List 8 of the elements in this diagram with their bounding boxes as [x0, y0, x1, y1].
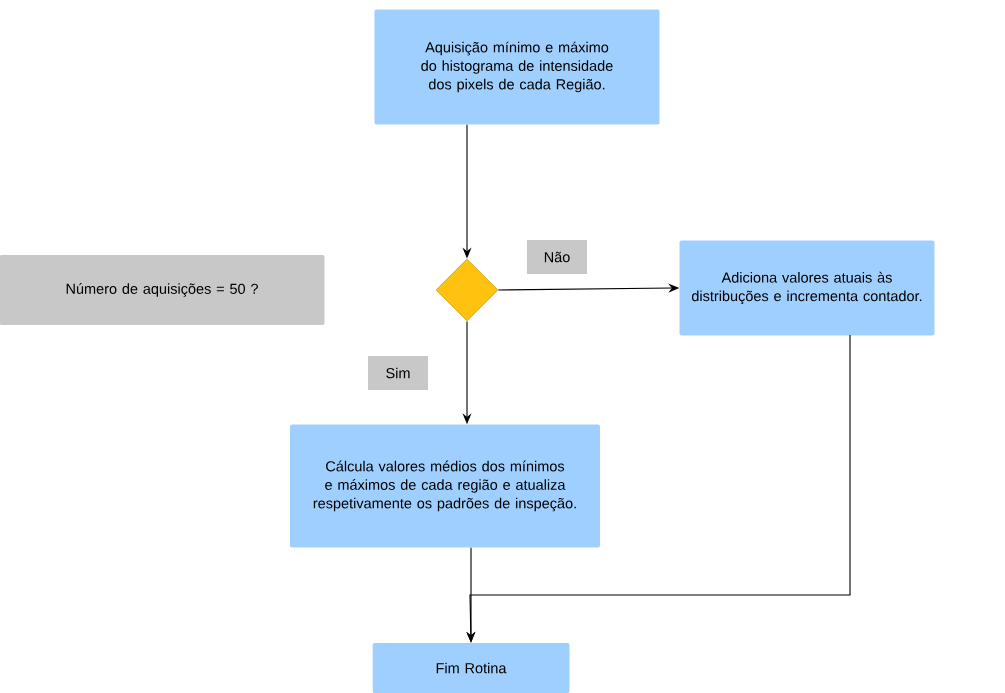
decision-diamond [435, 258, 499, 322]
process-box: Aquisição mínimo e máximo do histograma de intensidade dos pixels de cada Região. [374, 9, 660, 125]
note-box: Número de aquisições = 50 ? [0, 255, 325, 325]
process-box: Adiciona valores atuais às distribuções e incrementa contador. [679, 240, 935, 336]
end-box: Fim Rotina [372, 643, 570, 693]
edge-label: Não [527, 240, 587, 274]
process-box: Cálcula valores médios dos mínimos e máximos de cada região e atualiza respetivamente os padrões de inspeção. [290, 424, 600, 548]
edge-label: Sim [368, 356, 428, 390]
